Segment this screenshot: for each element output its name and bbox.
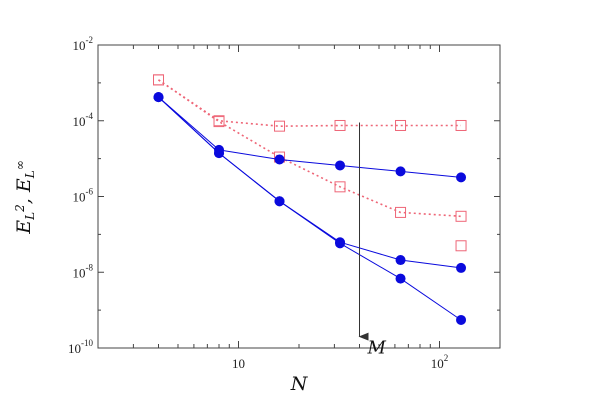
y-label-sup2: ∞ [13,160,27,170]
data-point [153,92,164,103]
series-line-5 [158,96,462,269]
data-point [455,240,467,252]
data-point [395,255,406,266]
series-line-2 [158,79,462,218]
y-tick-label: 10-6 [73,187,94,205]
data-point [213,116,225,128]
data-point [274,196,285,207]
x-tick-label: 102 [431,353,449,371]
data-point [395,166,406,177]
series-line-4 [158,96,462,178]
y-tick-label: 10-4 [73,111,94,129]
y-label-sep: , [13,192,35,204]
data-point [456,172,467,183]
data-point [395,119,407,131]
data-point [153,74,165,86]
y-label-sup1: 2 [13,204,27,213]
data-point [274,120,286,132]
annotation-layer: M [358,122,387,359]
y-label-e1: E [13,220,35,235]
data-point [456,314,467,325]
data-point [395,273,406,284]
data-point [455,119,467,131]
svg-text:EL2, EL∞: EL2, EL∞ [13,160,37,234]
series-line-6 [158,96,462,321]
x-tick-label: 10 [232,356,245,371]
data-point [334,181,346,193]
annotation-label: M [367,338,387,359]
data-point [335,238,346,249]
data-point [153,74,165,86]
axis-ticks: 10-10 10-8 10-6 10-4 10-2 10 102 [68,35,501,371]
y-label-sub1: L [23,212,37,221]
data-point [274,154,285,165]
series-line-1 [158,79,461,128]
series-layer [153,74,467,325]
y-axis-label: EL2, EL∞ [13,160,37,234]
data-point [395,206,407,218]
y-label-e2: E [13,178,35,193]
y-tick-label: 10-8 [73,262,94,280]
y-tick-label: 10-10 [68,338,93,356]
y-tick-label: 10-2 [73,35,94,53]
y-label-sub2: L [23,170,37,179]
data-point [456,262,467,273]
x-axis-label: N [290,373,309,395]
plot-frame [97,44,501,349]
data-point [334,119,346,131]
data-point [335,160,346,171]
data-point [214,148,225,159]
data-point [455,210,467,222]
